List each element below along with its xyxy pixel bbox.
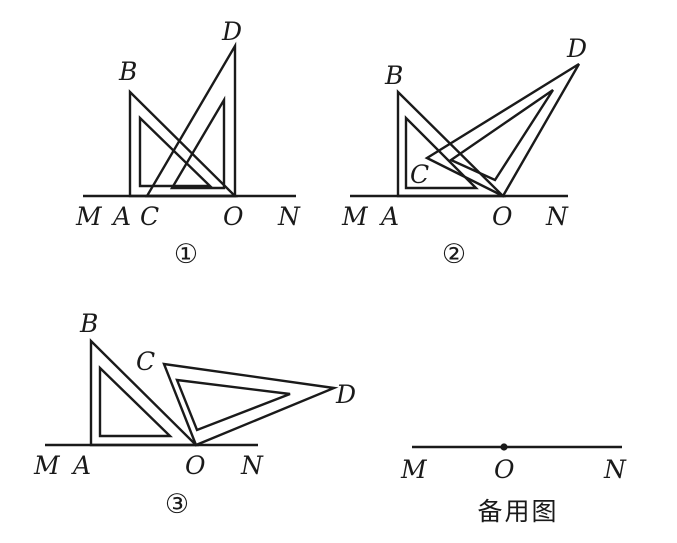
label-o: O: [494, 455, 515, 484]
set-square-abo-inner: [138, 115, 213, 188]
figure-2: B D C M A O N ②: [341, 34, 587, 270]
set-square-cod-outer: [144, 41, 237, 198]
label-b: B: [118, 57, 137, 86]
label-n: N: [277, 202, 301, 231]
point-o: [500, 443, 508, 451]
figure-3-caption: ③: [165, 489, 189, 520]
label-b: B: [384, 61, 403, 90]
label-d: D: [221, 17, 242, 46]
label-a: A: [379, 202, 399, 231]
figure-1-caption: ①: [174, 239, 198, 270]
label-c: C: [136, 347, 155, 376]
label-c: C: [140, 202, 159, 231]
label-c: C: [410, 160, 429, 189]
label-a: A: [71, 451, 91, 480]
label-n: N: [240, 451, 264, 480]
label-m: M: [400, 455, 428, 484]
label-a: A: [111, 202, 131, 231]
set-square-abo-inner: [404, 115, 479, 190]
label-m: M: [33, 451, 61, 480]
label-o: O: [185, 451, 206, 480]
label-d: D: [566, 34, 587, 63]
label-d: D: [335, 380, 356, 409]
set-square-cod-outer: [424, 62, 581, 198]
set-square-abo-outer: [89, 338, 199, 447]
set-square-cod-inner: [175, 378, 291, 432]
label-o: O: [223, 202, 244, 231]
label-b: B: [79, 309, 98, 338]
set-square-abo-inner: [98, 365, 173, 438]
set-square-cod-inner: [169, 95, 226, 190]
spare-figure-caption: 备用图: [477, 497, 558, 526]
figure-1: B D M A C O N ①: [75, 17, 301, 270]
label-o: O: [492, 202, 513, 231]
figure-3: B C D M A O N ③: [33, 309, 356, 520]
figure-2-caption: ②: [442, 239, 466, 270]
label-n: N: [603, 455, 627, 484]
figure-spare: M O N 备用图: [400, 443, 627, 526]
set-square-cod-inner: [448, 89, 555, 182]
set-square-cod-outer: [162, 362, 339, 447]
label-m: M: [75, 202, 103, 231]
label-m: M: [341, 202, 369, 231]
label-n: N: [545, 202, 569, 231]
